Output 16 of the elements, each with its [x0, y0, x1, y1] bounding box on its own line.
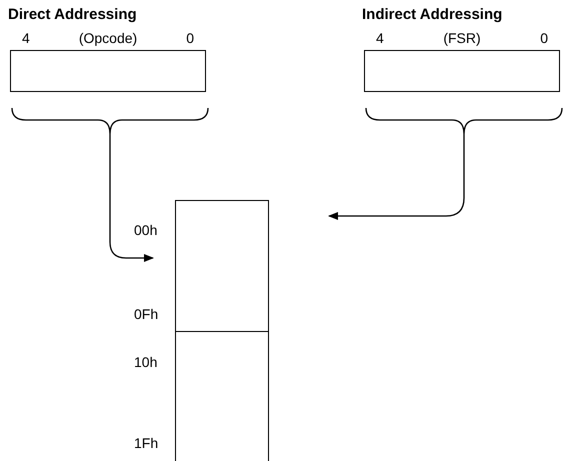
- bit-number: 0: [186, 30, 194, 46]
- brace-arrow: [328, 107, 563, 220]
- address-label: 0Fh: [134, 306, 158, 322]
- register-name: (Opcode): [78, 30, 138, 46]
- bit-number: 4: [376, 30, 384, 46]
- memory-bank: [175, 332, 269, 461]
- register-name: (FSR): [443, 30, 481, 46]
- heading: Direct Addressing: [8, 6, 137, 23]
- address-label: 00h: [134, 222, 158, 238]
- address-label: 1Fh: [134, 435, 158, 451]
- brace-arrow: [11, 107, 209, 262]
- bit-number: 4: [22, 30, 30, 46]
- memory-bank: [175, 200, 269, 332]
- heading: Indirect Addressing: [362, 6, 502, 23]
- bit-number: 0: [540, 30, 548, 46]
- address-label: 10h: [134, 354, 158, 370]
